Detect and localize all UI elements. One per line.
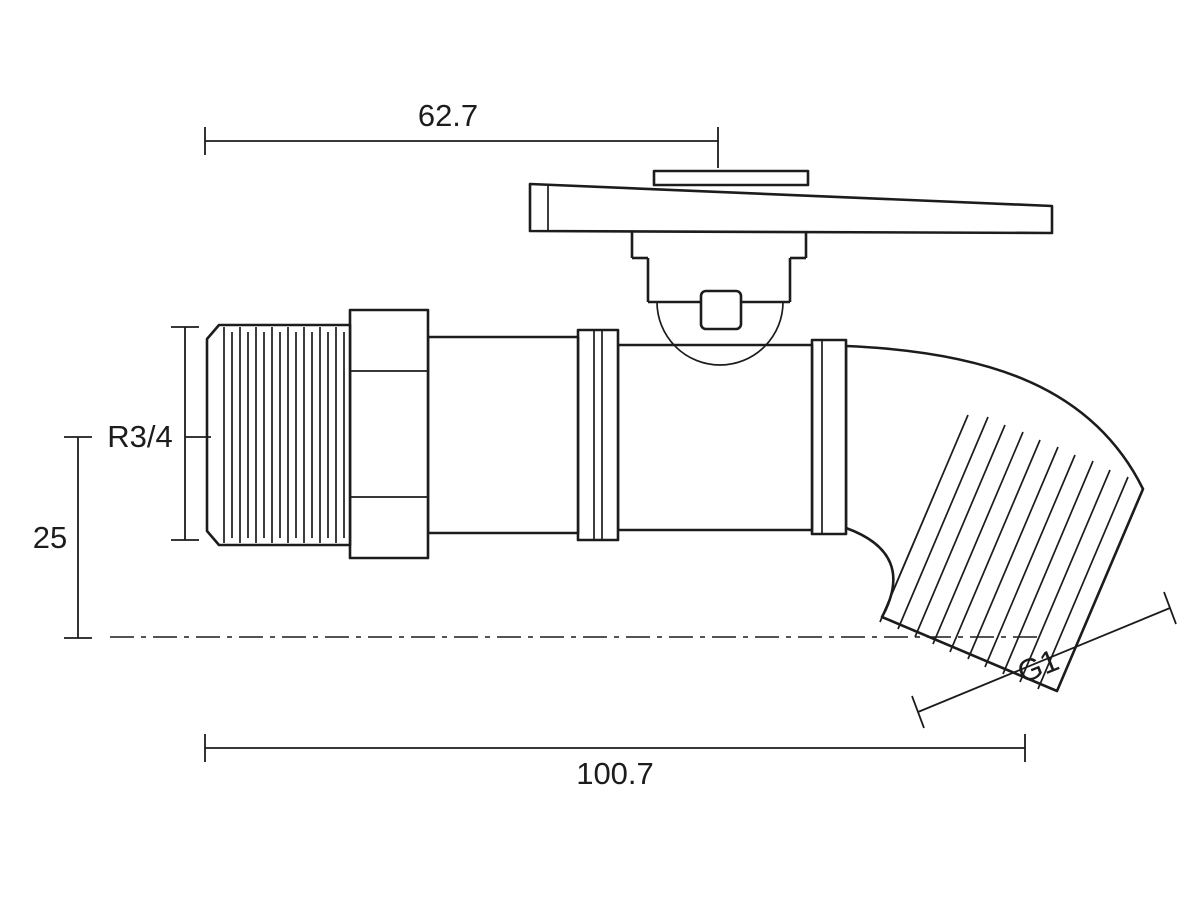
valve-body [616,343,814,532]
dim-overall-length: 100.7 [204,734,1026,791]
left-rings [576,328,620,542]
dim-overall-length-label: 100.7 [576,756,654,791]
handle-hub [652,169,810,187]
hex-nut [348,308,430,560]
dim-top-width-label: 62.7 [418,98,478,133]
handle-bar [528,182,1054,235]
ball-housing-arc [656,301,784,366]
outlet-thread-crests [879,409,1129,690]
dim-offset-height-label: 25 [33,520,67,555]
dim-top-width: 62.7 [204,98,719,168]
handle [528,169,1054,235]
inlet-thread [205,323,352,547]
dim-inlet-thread: R3/4 [107,326,211,541]
dim-offset-height: 25 [33,436,92,639]
body-tube [426,335,580,535]
outlet-spout [844,344,1145,693]
right-collar [810,338,848,536]
stem-nut [699,289,743,331]
inlet-thread-crests [223,327,345,543]
dim-inlet-thread-label: R3/4 [107,419,172,454]
